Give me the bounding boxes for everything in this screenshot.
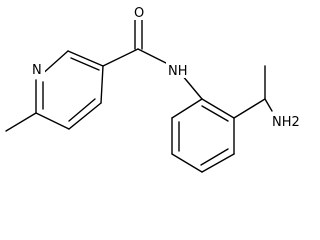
bond-p6-p1 [201,98,235,119]
bond-c3-c4 [100,65,104,104]
carbonyl-o-mask [132,4,146,20]
bond-carbonyl-n [137,48,169,65]
bond-c2-c3 [67,50,104,67]
bond-p4-p5-double [200,148,229,166]
bond-p4-p5 [201,153,235,173]
bond-c4-c5 [68,102,102,130]
amide-nh-label: NH [168,64,188,79]
methyl-bond [5,112,37,132]
ring-nitrogen-label: N [32,63,42,78]
amine-mask [270,113,302,130]
bond-p1-p2 [171,98,203,119]
amine-nh2-label: NH2 [272,115,300,130]
structure-diagram: N O NH NH2 [5,4,302,173]
bond-ring-ch [233,98,266,119]
aminoethyl-group [233,65,273,119]
bond-c5-c6 [35,112,70,130]
ring-n-mask [30,60,45,77]
carbonyl-oxygen-label: O [134,6,144,21]
amide-group [102,19,203,100]
amide-nh-mask [166,61,190,78]
phenyl-ring [171,98,235,173]
bond-p6-p1-double [201,105,229,122]
bond-c4-c5-double [68,98,96,122]
bond-ring-carbonyl [102,48,139,67]
pyridine-ring [35,50,104,130]
bond-n-phenyl [181,74,203,100]
bond-p3-p4 [171,153,203,173]
bond-ch-nh2 [264,98,273,112]
bond-c2-c3-double [70,57,100,71]
